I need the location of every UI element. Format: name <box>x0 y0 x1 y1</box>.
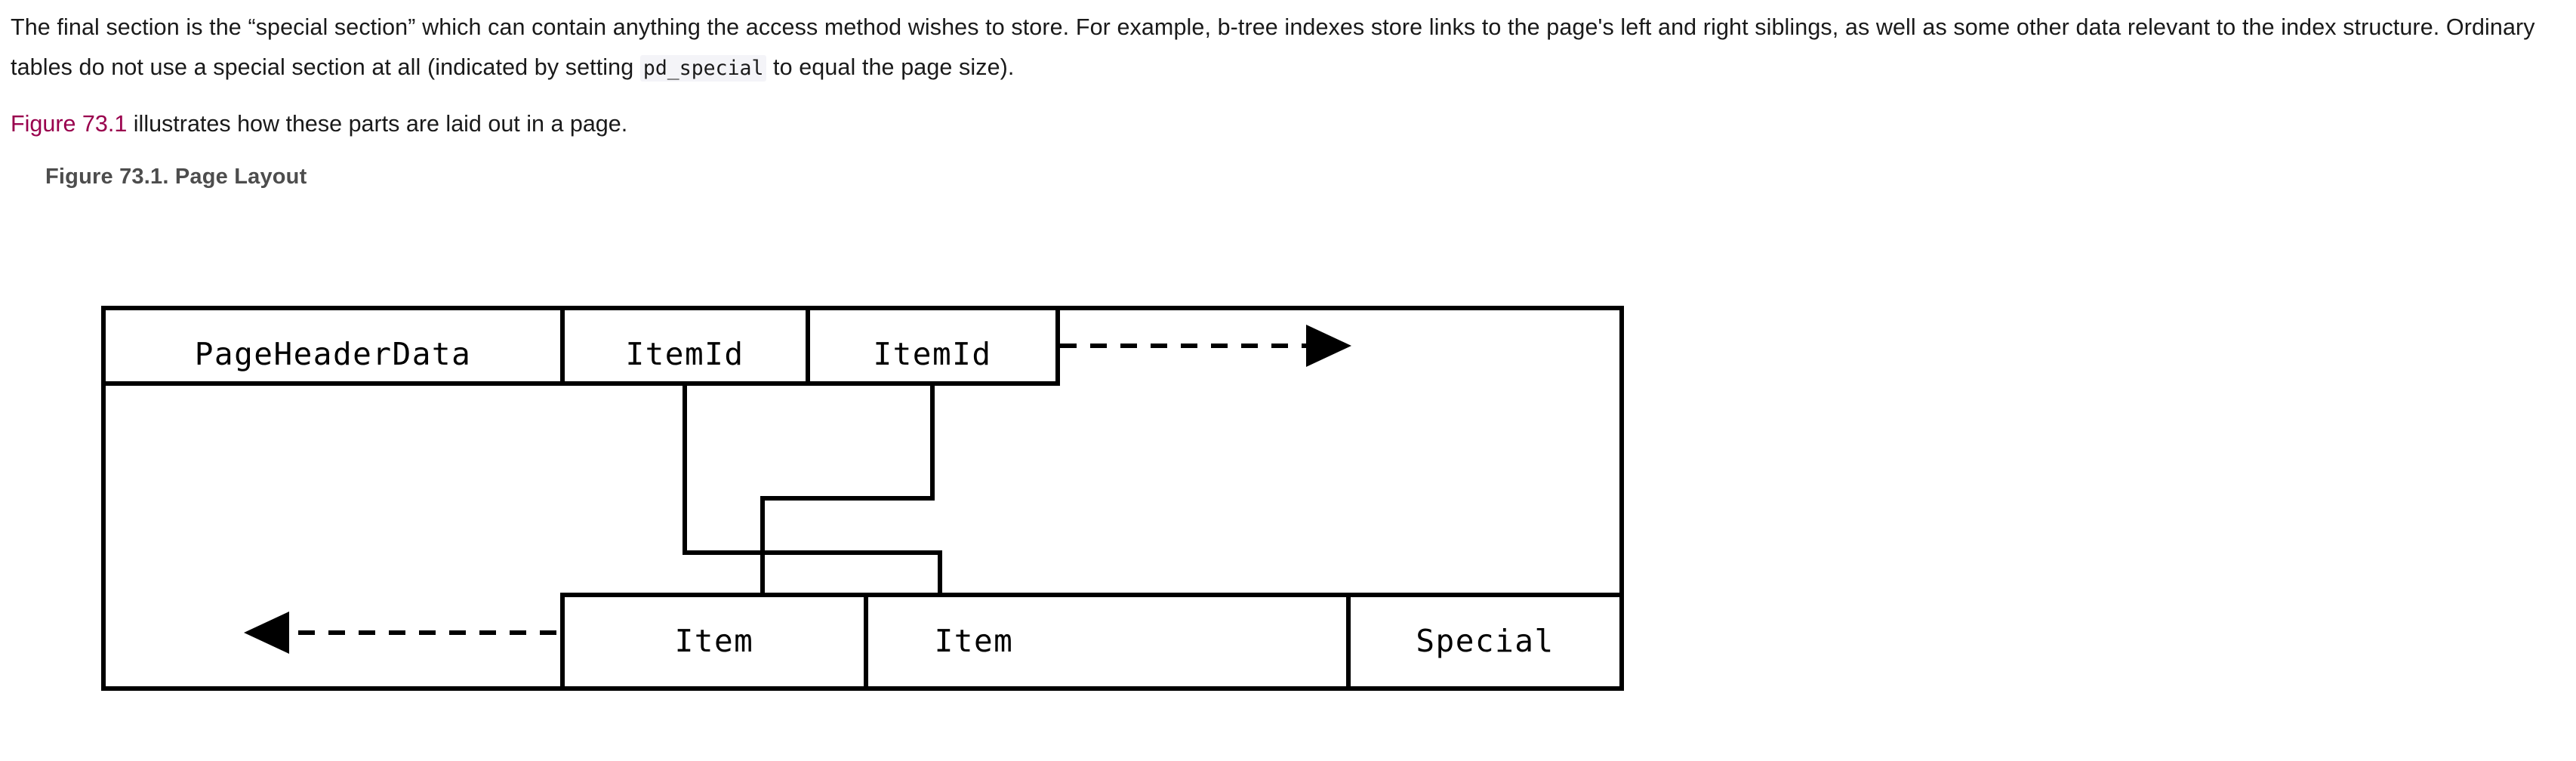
box-page-header-data-label: PageHeaderData <box>195 336 472 372</box>
connector-itemid2-path <box>760 384 935 600</box>
connector-jog-segment <box>685 550 942 600</box>
box-item-2 <box>864 593 1351 691</box>
box-item-1-label: Item <box>675 623 754 659</box>
paragraph-text-before-code: The final section is the “special sectio… <box>11 14 2535 80</box>
figure-reference-line: Figure 73.1 illustrates how these parts … <box>11 107 627 140</box>
prose-section: The final section is the “special sectio… <box>11 8 2547 189</box>
box-item-id-2-label: ItemId <box>873 336 991 372</box>
box-item-2-label: Item <box>935 623 1014 659</box>
inline-code-pd-special: pd_special <box>639 55 767 82</box>
box-item-1 <box>560 593 868 691</box>
page-layout-diagram: PageHeaderData ItemId ItemId Item <box>0 249 1736 717</box>
dashed-arrow-right-head <box>1306 325 1351 367</box>
box-item-id-2 <box>806 306 1060 386</box>
figure-reference-rest: illustrates how these parts are laid out… <box>127 111 628 137</box>
diagram-canvas: PageHeaderData ItemId ItemId Item <box>101 306 1624 691</box>
box-page-header-data <box>101 306 565 386</box>
figure-caption: Figure 73.1. Page Layout <box>45 165 307 189</box>
figure-73-1-link[interactable]: Figure 73.1 <box>11 111 128 137</box>
paragraph-special-section: The final section is the “special sectio… <box>11 8 2547 88</box>
paragraph-text-after-code: to equal the page size). <box>766 54 1015 80</box>
box-special <box>1346 593 1624 691</box>
dashed-arrow-left-head <box>244 612 289 654</box>
box-special-label: Special <box>1416 623 1554 659</box>
box-item-id-1-label: ItemId <box>625 336 744 372</box>
